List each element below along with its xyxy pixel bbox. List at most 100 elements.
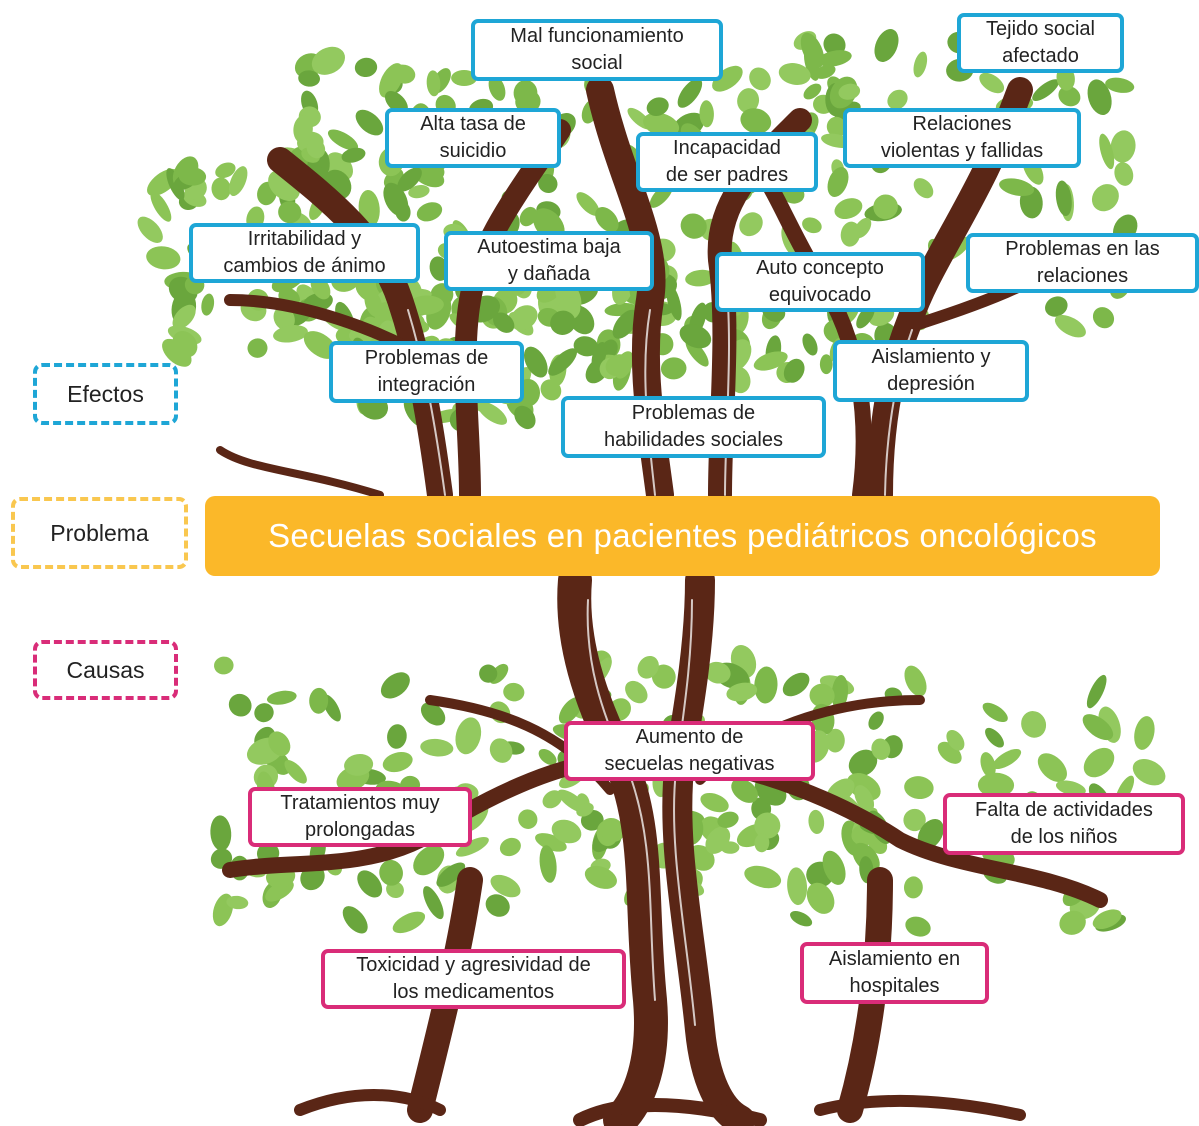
leaf	[809, 683, 835, 708]
legend-problem-label: Problema	[50, 519, 149, 546]
leaf	[913, 51, 928, 78]
leaf	[535, 833, 567, 852]
leaf	[392, 911, 426, 934]
leaf	[887, 89, 908, 110]
cause-aislamiento-en-hospitales: Aislamiento en hospitales	[800, 942, 989, 1004]
leaf	[1037, 753, 1067, 782]
leaf	[1055, 780, 1086, 796]
leaf	[178, 167, 207, 186]
effect-incapacidad-de-ser-padres: Incapacidad de ser padres	[636, 132, 818, 192]
leaf	[397, 167, 422, 192]
leaf	[1055, 180, 1072, 217]
leaf	[1087, 79, 1112, 116]
leaf	[499, 837, 521, 857]
leaf	[705, 826, 731, 854]
leaf	[146, 246, 181, 270]
leaf	[905, 916, 931, 937]
effect-mal-funcionamiento-social: Mal funcionamiento social	[471, 19, 723, 81]
leaf	[1058, 86, 1081, 107]
leaf	[273, 325, 308, 343]
leaf	[677, 78, 703, 108]
leaf	[211, 177, 231, 201]
leaf	[685, 269, 716, 287]
leaf	[913, 178, 934, 199]
leaf	[782, 672, 810, 697]
legend-causes-label: Causas	[66, 656, 145, 683]
legend-effects-label: Efectos	[67, 380, 144, 407]
leaf	[739, 212, 763, 237]
leaf	[426, 70, 441, 97]
effect-alta-tasa-de-suicidio: Alta tasa de suicidio	[385, 108, 561, 168]
leaf	[573, 336, 599, 357]
leaf	[737, 88, 760, 114]
leaf	[753, 351, 788, 371]
leaf	[540, 379, 562, 401]
leaf	[384, 91, 408, 114]
leaf	[210, 815, 232, 851]
leaf	[660, 357, 687, 380]
leaf	[477, 401, 508, 425]
leaf	[800, 32, 825, 68]
effect-irritabilidad-y-cambios-de-animo: Irritabilidad y cambios de ánimo	[189, 223, 420, 283]
leaf	[1099, 133, 1115, 170]
leaf	[977, 772, 1015, 798]
leaf	[802, 217, 822, 234]
effect-aislamiento-y-depresion: Aislamiento y depresión	[833, 340, 1029, 402]
leaf	[643, 112, 680, 137]
leaf	[808, 809, 825, 834]
leaf	[576, 802, 594, 817]
leaf	[817, 50, 852, 67]
effect-problemas-de-habilidades-sociales: Problemas de habilidades sociales	[561, 396, 826, 458]
leaf	[523, 346, 548, 378]
leaf	[436, 862, 466, 887]
leaf	[992, 748, 1022, 770]
leaf	[379, 63, 404, 98]
leaf	[538, 173, 558, 194]
effect-relaciones-violentas-y-fallidas: Relaciones violentas y fallidas	[843, 108, 1081, 168]
leaf	[137, 216, 163, 243]
cause-aumento-de-secuelas-negativas: Aumento de secuelas negativas	[564, 721, 815, 781]
leaf	[420, 738, 454, 757]
leaf	[515, 89, 541, 114]
leaf	[999, 178, 1035, 197]
leaf	[429, 256, 449, 281]
cause-falta-de-actividades-de-los-ninos: Falta de actividades de los niños	[943, 793, 1185, 855]
leaf	[162, 338, 192, 367]
leaf	[838, 83, 861, 100]
cause-tratamientos-muy-prolongadas: Tratamientos muy prolongadas	[248, 787, 472, 847]
leaf	[848, 749, 878, 777]
leaf	[1105, 77, 1135, 93]
effect-problemas-en-las-relaciones: Problemas en las relaciones	[966, 233, 1199, 293]
leaf	[228, 166, 248, 197]
leaf	[355, 109, 384, 136]
leaf	[744, 865, 782, 889]
leaf	[273, 306, 295, 331]
leaf	[254, 703, 274, 723]
leaf	[357, 870, 383, 898]
leaf	[172, 304, 196, 330]
leaf	[420, 702, 446, 726]
effect-tejido-social-afectado: Tejido social afectado	[957, 13, 1124, 73]
cause-toxicidad-y-agresividad-de-los-medicamentos: Toxicidad y agresividad de los medicamen…	[321, 949, 626, 1009]
leaf	[311, 46, 345, 75]
leaf	[802, 333, 818, 356]
leaf	[455, 717, 482, 755]
leaf	[1091, 184, 1119, 212]
leaf	[599, 817, 625, 842]
leaf	[490, 874, 521, 898]
leaf	[327, 129, 359, 151]
leaf	[612, 309, 638, 339]
leaf	[1021, 711, 1047, 738]
leaf	[341, 147, 366, 163]
leaf	[825, 728, 845, 753]
leaf	[485, 894, 510, 917]
leaf	[749, 67, 771, 91]
leaf	[268, 731, 291, 756]
leaf	[344, 753, 374, 776]
leaf	[303, 331, 337, 359]
leaf	[1132, 759, 1166, 786]
leaf	[700, 792, 729, 813]
leaf	[309, 687, 329, 714]
leaf	[637, 655, 659, 679]
legend-causes: Causas	[33, 640, 178, 700]
